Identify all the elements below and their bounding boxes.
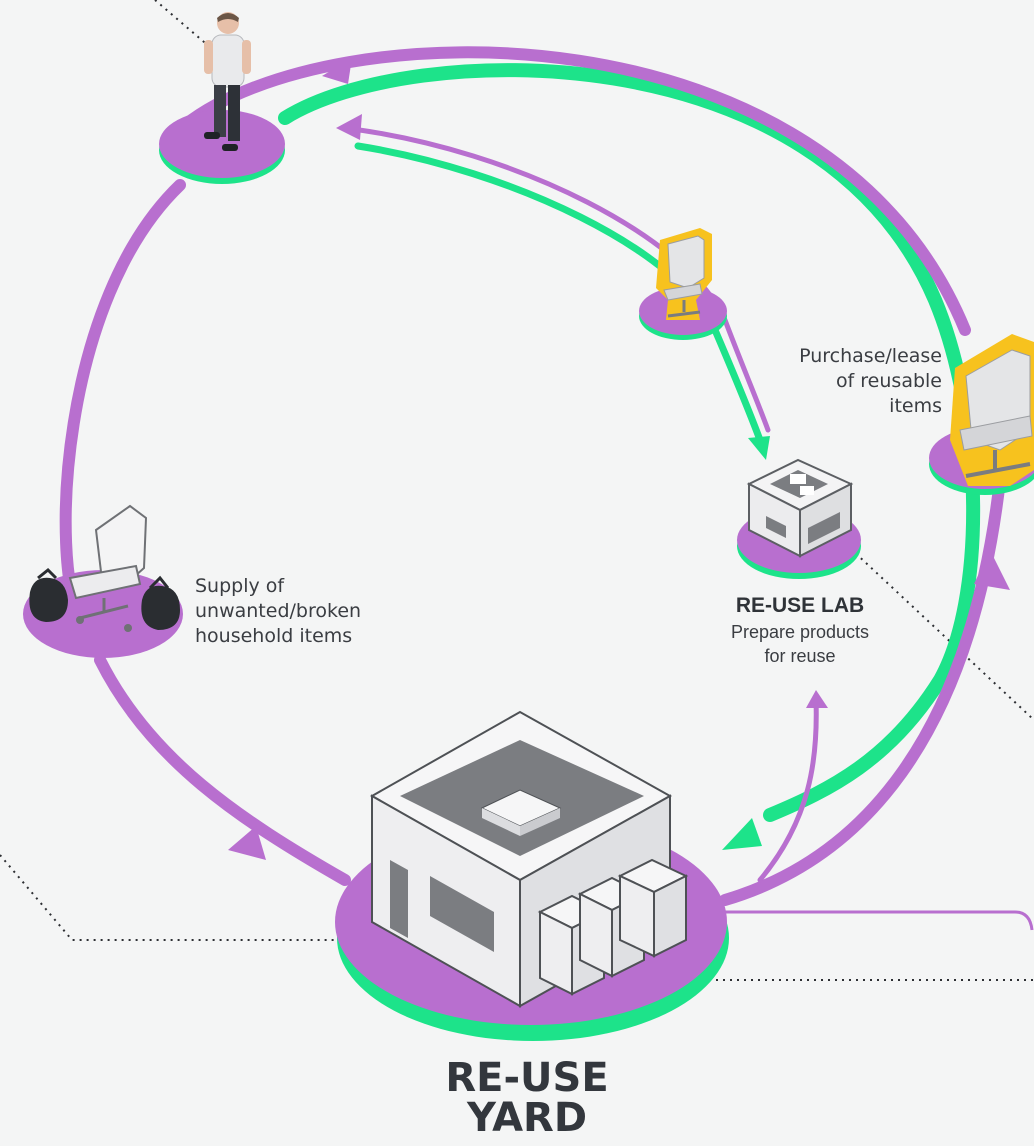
purchase-label-line-1: Purchase/lease	[799, 345, 942, 367]
purple-outer-arc	[179, 46, 971, 336]
arrow-to-yard-green	[722, 818, 762, 850]
small-chair-node	[639, 228, 727, 340]
reuse-yard-title-line-2: YARD	[466, 1095, 588, 1141]
arrow-right-up	[974, 550, 1010, 590]
trash-bag-left-icon	[29, 567, 68, 622]
supply-label-line-3: household items	[195, 625, 353, 647]
arrow-top-left	[322, 58, 352, 84]
supply-label-line-2: unwanted/broken	[195, 600, 362, 622]
lab-building-icon	[746, 458, 854, 558]
broken-chair-icon	[68, 504, 148, 632]
supply-label-line-1: Supply of	[195, 575, 285, 597]
reuse-yard-title-line-1: RE-USE	[445, 1055, 609, 1101]
lab-to-yard-arc	[757, 697, 819, 883]
large-chair-icon	[950, 334, 1034, 486]
person-icon	[204, 12, 251, 151]
reuse-yard-title: RE-USE YARD	[400, 1058, 654, 1138]
small-chair-icon	[656, 228, 712, 320]
reuse-lab-label: RE-USE LAB Prepare products for reuse	[690, 592, 910, 668]
person-node	[159, 12, 285, 184]
large-chair-node	[929, 334, 1034, 495]
purchase-label-line-3: items	[889, 395, 942, 417]
reuse-lab-title: RE-USE LAB	[735, 594, 865, 617]
arrow-lab-up	[806, 690, 828, 708]
green-outer-arc	[278, 63, 981, 822]
reuse-lab-sub-line-2: for reuse	[764, 646, 836, 666]
arrow-inner-top	[336, 114, 362, 140]
supply-label: Supply of unwanted/broken household item…	[195, 574, 361, 649]
right-connector-line	[725, 910, 1034, 931]
arrow-left-down	[228, 826, 266, 860]
leader-line-person	[154, 0, 226, 61]
supply-node	[23, 504, 183, 658]
dotted-leader-lines	[0, 0, 1034, 981]
reuse-lab-node	[737, 458, 861, 579]
arrowheads	[228, 58, 1010, 860]
filing-cabinets-icon	[537, 858, 689, 996]
purple-left-lower-arc	[94, 654, 351, 886]
trash-bag-right-icon	[141, 575, 180, 630]
reuse-yard-node	[335, 710, 729, 1041]
arrow-to-lab	[748, 436, 770, 460]
purchase-label: Purchase/lease of reusable items	[760, 344, 942, 419]
reuse-lab-sub-line-1: Prepare products	[730, 622, 870, 642]
purchase-label-line-2: of reusable	[835, 370, 942, 392]
